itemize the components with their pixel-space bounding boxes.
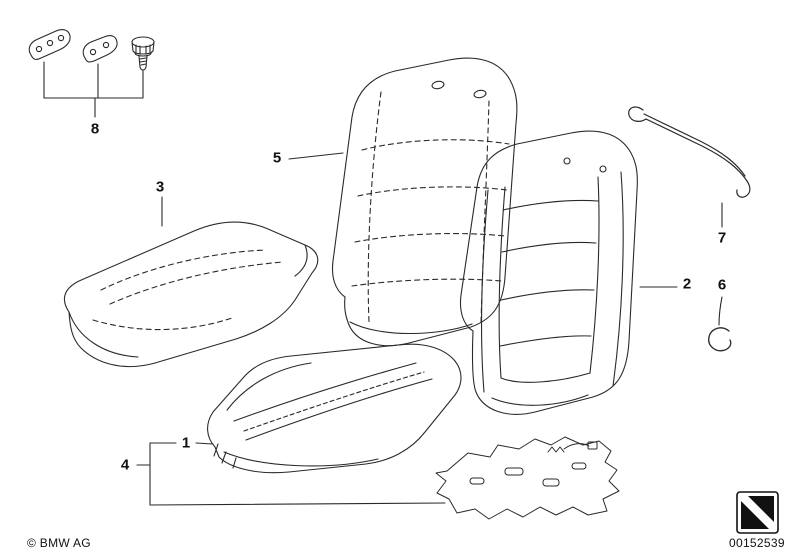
callout-1[interactable]: 1 bbox=[181, 434, 191, 452]
seat-cushion-pad-drawing bbox=[63, 221, 319, 368]
callout-8[interactable]: 8 bbox=[90, 120, 100, 138]
diagonal-plate-icon bbox=[736, 491, 779, 534]
callout-6-leader bbox=[718, 296, 723, 326]
callout-7[interactable]: 7 bbox=[717, 229, 727, 247]
mounting-bracket-a-drawing bbox=[28, 29, 71, 60]
seat-cushion-cover-drawing bbox=[207, 343, 462, 474]
callout-1-4-leader bbox=[136, 442, 446, 506]
callout-4[interactable]: 4 bbox=[120, 456, 130, 474]
copyright-label: © BMW AG bbox=[27, 536, 91, 550]
callout-8-leader bbox=[43, 61, 144, 118]
callout-5[interactable]: 5 bbox=[272, 149, 282, 167]
part-number: 00152539 bbox=[729, 536, 785, 550]
retaining-clip-drawing bbox=[708, 327, 732, 352]
mounting-bracket-b-drawing bbox=[82, 35, 118, 63]
callout-3[interactable]: 3 bbox=[155, 178, 165, 196]
seat-pan-insulation-drawing bbox=[435, 436, 620, 520]
release-rod-drawing bbox=[628, 106, 751, 198]
backrest-cover-drawing bbox=[331, 57, 518, 347]
backrest-upholstery-drawing bbox=[459, 130, 638, 415]
screw-drawing bbox=[131, 36, 155, 71]
callout-5-leader bbox=[288, 152, 344, 160]
callout-6[interactable]: 6 bbox=[717, 276, 727, 294]
callout-2[interactable]: 2 bbox=[682, 275, 692, 293]
